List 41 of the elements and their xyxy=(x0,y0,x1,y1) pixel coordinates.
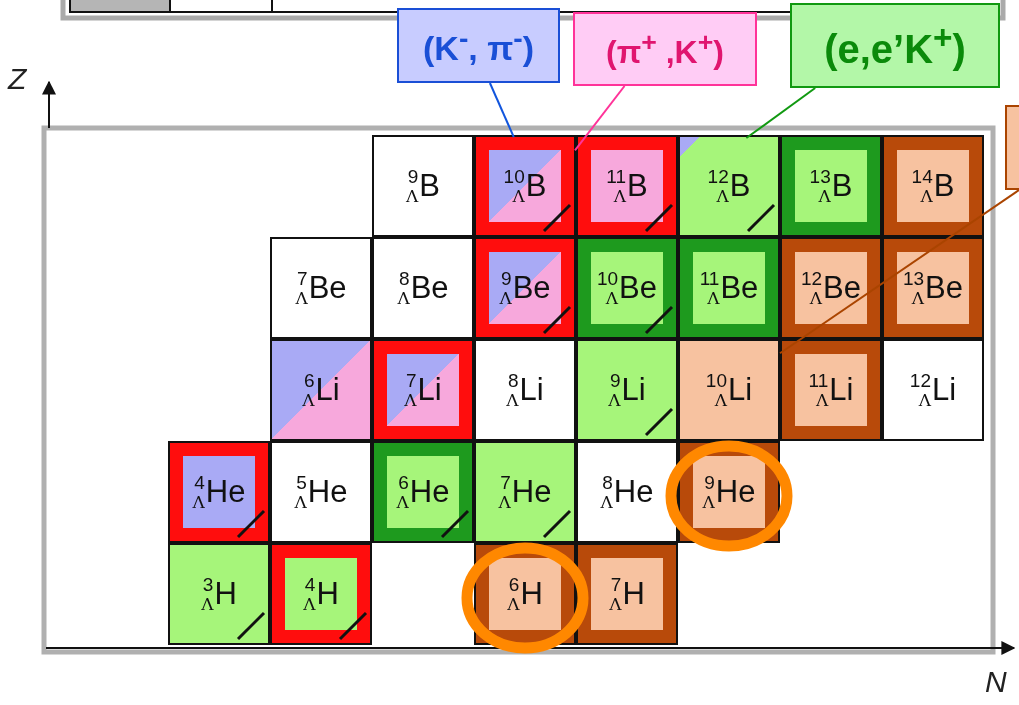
reaction-label-box xyxy=(397,8,560,83)
reaction-label: (π$^{+}$ ,K$^{+}$) xyxy=(606,27,724,71)
nuclide-cell xyxy=(270,339,372,441)
nuclide-cell xyxy=(474,441,576,543)
legend-box xyxy=(1005,105,1019,190)
nuclide-cell xyxy=(372,135,474,237)
nuclide-cell xyxy=(168,543,270,645)
nuclide-cell xyxy=(678,135,780,237)
nuclide-cell xyxy=(780,135,882,237)
reaction-label-box xyxy=(573,12,757,86)
nuclide-cell xyxy=(882,135,984,237)
leader-line xyxy=(574,85,626,152)
nuclide-cell xyxy=(882,237,984,339)
nuclide-cell xyxy=(780,237,882,339)
nuclide-cell xyxy=(576,543,678,645)
nuclide-cell xyxy=(882,339,984,441)
nuclide-cell xyxy=(780,339,882,441)
reaction-label: (e,e’K$^{+}$) xyxy=(824,18,966,73)
nuclide-cell xyxy=(372,441,474,543)
nuclide-cell xyxy=(576,339,678,441)
leader-line xyxy=(745,87,817,140)
reaction-label-box xyxy=(790,3,1000,88)
nuclide-cell xyxy=(270,237,372,339)
nuclide-cell xyxy=(270,543,372,645)
reaction-label: (K$^{-}$, π$^{-}$) xyxy=(423,22,534,69)
axis-label: N xyxy=(985,665,1007,699)
nuclide-cell xyxy=(576,237,678,339)
leader-line xyxy=(779,189,1019,355)
nuclide-cell xyxy=(678,237,780,339)
axis-label: Z xyxy=(8,62,27,96)
nuclide-cell xyxy=(474,339,576,441)
nuclide-cell xyxy=(474,135,576,237)
nuclide-cell xyxy=(474,237,576,339)
nuclide-cell xyxy=(168,441,270,543)
nuclide-cell xyxy=(576,441,678,543)
nuclide-cell xyxy=(372,237,474,339)
leader-line xyxy=(488,82,515,139)
nuclide-cell xyxy=(678,339,780,441)
nuclide-cell xyxy=(372,339,474,441)
nuclide-cell xyxy=(270,441,372,543)
nuclide-cell xyxy=(576,135,678,237)
